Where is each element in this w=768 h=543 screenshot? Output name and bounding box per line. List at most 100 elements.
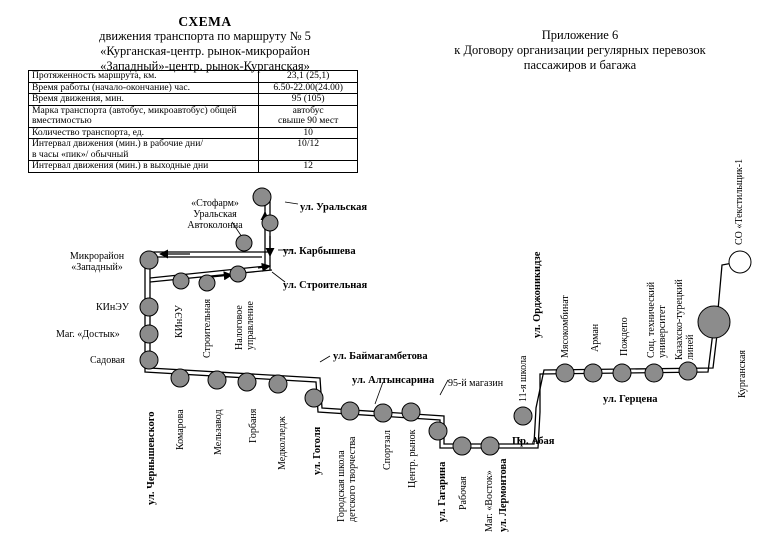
stop-marker (207, 370, 227, 390)
stop-marker (139, 350, 159, 370)
schema-subtitle-3: «Западный»-центр. рынок-Курганская» (100, 59, 310, 73)
stop-marker (198, 274, 216, 292)
street-label: ул. Строительная (283, 280, 368, 291)
stop-label-tsentr-rynok: Центр. рынок (407, 429, 418, 488)
table-label: Время движения, мин. (27, 93, 260, 106)
stop-label-line: детского творчества (347, 436, 358, 522)
stop-label-tekstilshchik: СО «Текстильщик-1 (734, 159, 745, 245)
stop-label-95-magazin: 95-й магазин (448, 378, 504, 389)
table-label: Интервал движения (мин.) в рабочие дни/ … (27, 138, 260, 161)
street-label: ул. Лермонтова (498, 458, 509, 532)
stop-marker (139, 297, 159, 317)
stop-markers (139, 187, 731, 456)
stop-marker (170, 368, 190, 388)
street-label: ул. Уральская (300, 202, 367, 213)
stop-marker (237, 372, 257, 392)
schema-header: СХЕМА движения транспорта по маршруту № … (45, 14, 365, 74)
stop-label-kaz-tur: Казахско-турецкийлиней (674, 279, 696, 360)
stop-label-arman: Арман (590, 323, 601, 352)
stop-label-line: Городская школа (336, 450, 347, 522)
street-label: Пр. Абая (512, 436, 555, 447)
stop-label-line: Соц. технический (646, 281, 657, 358)
table-row: Интервал движения (мин.) в рабочие дни/ … (27, 138, 358, 161)
table-row: Марка транспорта (автобус, микроавтобус)… (27, 104, 358, 128)
stop-label-mag-vostok: Маг. «Восток» (484, 470, 495, 532)
stop-marker (678, 361, 698, 381)
stop-marker (252, 187, 272, 207)
stop-marker (139, 324, 159, 344)
stop-marker (401, 402, 421, 422)
stop-label-shkola11: 11-я школа (518, 355, 529, 402)
street-label: ул. Гоголя (312, 426, 323, 475)
stop-marker-terminal-open (728, 250, 752, 274)
stop-marker (428, 421, 448, 441)
schema-title: СХЕМА (178, 14, 232, 29)
stop-marker (304, 388, 324, 408)
stop-label-line: Казахско-турецкий (674, 279, 685, 360)
schema-subtitle-2: «Курганская-центр. рынок-микрорайон (100, 44, 310, 58)
stop-marker (644, 363, 664, 383)
stop-label-sots-univ: Соц. техническийуниверситет (646, 281, 668, 358)
stop-label-kineu: КИнЭУ (96, 302, 130, 313)
table-value: автобус свыше 90 мест (258, 104, 358, 128)
stop-label-line: университет (657, 305, 668, 358)
table-value: 10/12 (258, 138, 358, 161)
stop-marker (340, 401, 360, 421)
street-label: ул. Герцена (603, 394, 658, 405)
appendix-line-2: к Договору организации регулярных перево… (454, 43, 706, 57)
stop-marker (235, 234, 253, 252)
street-label: ул. Гагарина (437, 461, 448, 522)
stop-marker (229, 265, 247, 283)
stop-label-line: «Стофарм» (191, 198, 239, 209)
stop-label-stroitelnaya: Строительная (202, 298, 213, 358)
stop-label-line: Налоговое (234, 305, 245, 350)
stop-marker (612, 363, 632, 383)
stop-label-gorbanya: Горбаня (248, 408, 259, 443)
stop-label-pozhdepo: Пождепо (619, 317, 630, 356)
appendix-header: Приложение 6 к Договору организации регу… (410, 28, 750, 73)
stop-label-line: «Западный» (71, 262, 123, 273)
stop-marker-terminal (697, 305, 731, 339)
stop-label-line: управление (245, 300, 256, 350)
stop-label-nalogovoe: Налоговоеуправление (234, 300, 256, 350)
stop-marker (513, 406, 533, 426)
table-row: Время движения, мин.95 (105) (27, 93, 358, 106)
schema-subtitle-1: движения транспорта по маршруту № 5 (99, 29, 311, 43)
appendix-line-3: пассажиров и багажа (523, 58, 637, 72)
stop-marker (583, 363, 603, 383)
street-label: ул. Орджоникидзе (532, 251, 543, 338)
stop-label-kineu-rot: КИнЭУ (174, 304, 185, 338)
stop-marker (172, 272, 190, 290)
stop-label-line: Автоколонна (187, 220, 243, 231)
table-label: Марка транспорта (автобус, микроавтобус)… (27, 104, 260, 128)
stop-marker (452, 436, 472, 456)
stop-label-zapadny: Микрорайон«Западный» (70, 251, 125, 273)
table-value: 12 (258, 160, 358, 173)
stop-label-line: Микрорайон (70, 251, 125, 262)
table-label: Интервал движения (мин.) в выходные дни (27, 160, 260, 173)
stop-label-kurganskaya: Курганская (737, 350, 748, 398)
street-label: ул. Чернышевского (146, 412, 157, 506)
street-label: ул. Баймагамбетова (333, 351, 428, 362)
route-info-table: Протяженность маршрута, км.23,1 (25,1) В… (27, 70, 358, 173)
stop-label-dostyk: Маг. «Достык» (56, 329, 120, 340)
stop-label-rabochaya: Рабочая (458, 476, 469, 510)
stop-label-sadovaya: Садовая (90, 355, 125, 366)
street-label: ул. Алтынсарина (352, 375, 435, 386)
stop-label-myasokombinat: Мясокомбинат (560, 295, 571, 358)
stop-label-komarova: Комарова (175, 409, 186, 450)
stop-label-line: Уральская (193, 209, 237, 220)
street-label: ул. Карбышева (283, 246, 356, 257)
stop-label-melzavod: Мельзавод (213, 409, 224, 455)
stop-label-sportzal: Спортзал (382, 430, 393, 470)
stop-marker (373, 403, 393, 423)
appendix-line-1: Приложение 6 (541, 28, 619, 42)
stop-label-medkolledzh: Медколледж (277, 416, 288, 470)
stop-marker (555, 363, 575, 383)
stop-marker (261, 214, 279, 232)
stop-label-line: линей (685, 334, 696, 360)
stop-label-gorodskaya-shkola: Городская школадетского творчества (336, 436, 358, 522)
